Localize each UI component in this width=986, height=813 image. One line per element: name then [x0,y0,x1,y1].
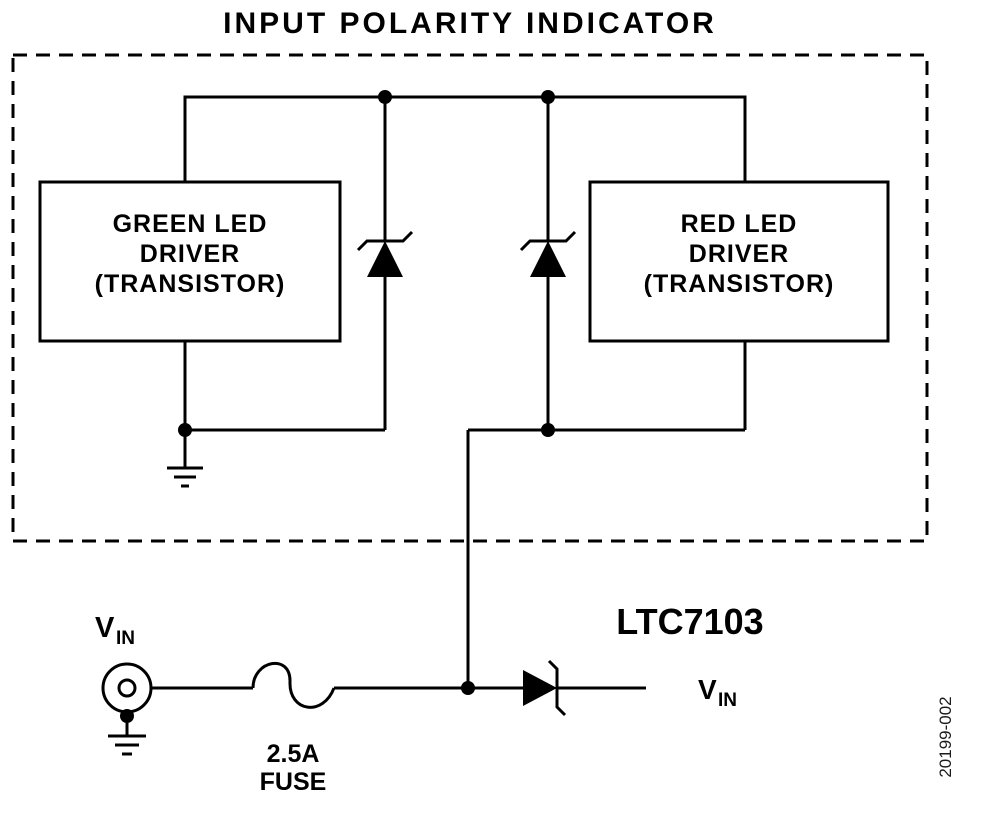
green-led-driver-block: GREEN LED DRIVER (TRANSISTOR) [38,180,342,343]
red-led-driver-box [588,180,890,343]
input-vin-main: V [95,612,115,644]
input-vin-sub: IN [116,628,135,649]
chip-name-label: LTC7103 [616,601,763,642]
diode-cathode-bar [547,659,567,717]
junction-dot [178,423,192,437]
diode-icon [523,659,567,717]
junction-dot [541,423,555,437]
figure-number: 20199-002 [936,696,955,777]
junction-dots [178,90,555,695]
chip-vin-main: V [698,674,717,705]
diode-triangle [523,670,557,706]
fuse-name-label: FUSE [260,768,327,796]
green-led-driver-label-line1: GREEN LED [113,210,268,238]
wires [151,95,747,690]
zener-diode-right-icon [519,230,577,277]
connector-inner-ring [117,678,137,698]
junction-dot [378,90,392,104]
zener-triangle [367,241,403,277]
red-led-driver-block: RED LED DRIVER (TRANSISTOR) [588,180,890,343]
fuse-rating-label: 2.5A [267,740,320,768]
red-led-driver-label-line2: DRIVER [689,240,789,268]
green-led-driver-label-line3: (TRANSISTOR) [95,270,286,298]
zener-diode-left-icon [356,230,414,277]
green-led-driver-box [38,180,342,343]
red-led-driver-label-line1: RED LED [681,210,798,238]
input-vin-label: V IN [95,612,135,649]
diagram-title: INPUT POLARITY INDICATOR [223,7,717,40]
fuse-icon [251,662,336,709]
connector-ground-strokes [108,716,146,756]
zener-triangle [530,241,566,277]
red-led-driver-label-line3: (TRANSISTOR) [644,270,835,298]
indicator-boundary [11,53,929,543]
chip-vin-sub: IN [718,690,737,711]
junction-dot [461,681,475,695]
ground-symbol-icon [167,430,203,488]
green-led-driver-label-line2: DRIVER [140,240,240,268]
input-connector-icon [101,662,153,756]
junction-dot [541,90,555,104]
chip-vin-label: V IN [698,674,737,711]
ground-strokes [167,430,203,488]
